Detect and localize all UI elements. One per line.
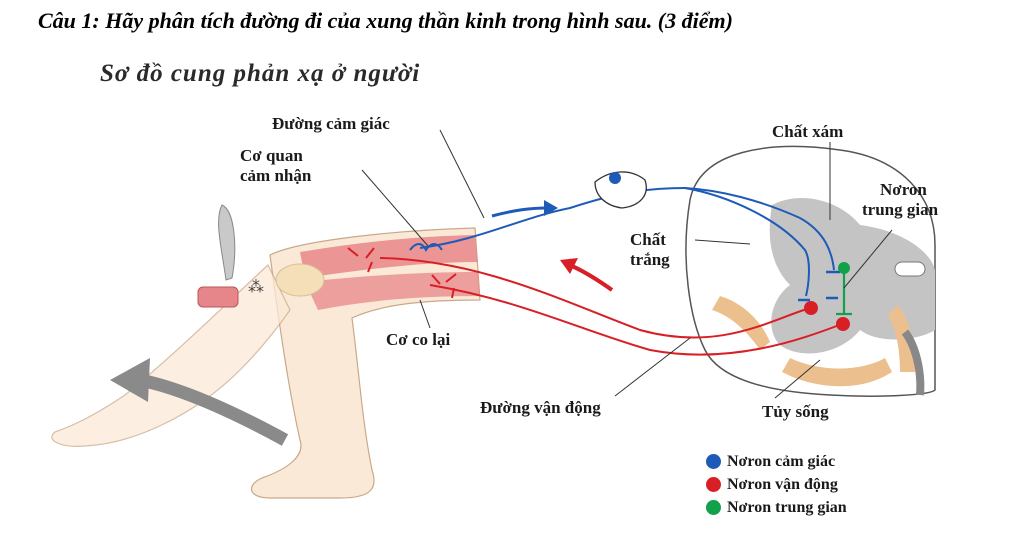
- label-interneuron-line2: trung gian: [862, 200, 939, 219]
- legend-label: Nơron cảm giác: [727, 452, 836, 470]
- sensory-neuron-dot-icon: [706, 454, 721, 469]
- thigh-muscle-lower: [305, 272, 480, 310]
- legend-label: Nơron trung gian: [727, 498, 847, 516]
- spinal-nerve-root: [712, 296, 770, 350]
- label-sensory-path: Đường cảm giác: [272, 114, 390, 133]
- label-receptor-line2: cảm nhận: [240, 166, 312, 185]
- reflex-hammer: ⁂: [197, 204, 264, 308]
- legend-label: Nơron vận động: [727, 475, 838, 493]
- label-gray-matter: Chất xám: [772, 122, 844, 141]
- motor-flow-arrow: [571, 264, 614, 292]
- leader-lines: [361, 129, 893, 399]
- legend: Nơron cảm giác Nơron vận động Nơron trun…: [706, 450, 847, 519]
- label-contracted-muscle: Cơ co lại: [386, 330, 451, 349]
- svg-text:⁂: ⁂: [248, 277, 264, 296]
- legend-item-interneuron: Nơron trung gian: [706, 496, 847, 519]
- label-receptor-line1: Cơ quan: [240, 146, 303, 165]
- label-interneuron-line1: Nơron: [880, 180, 927, 199]
- interneuron-dot-icon: [706, 500, 721, 515]
- diagram-title: Sơ đồ cung phản xạ ở người: [100, 60, 421, 87]
- label-white-matter-line2: trắng: [630, 250, 670, 269]
- motor-neuron-dot-icon: [706, 477, 721, 492]
- legend-item-sensory: Nơron cảm giác: [706, 450, 847, 473]
- motor-neuron-2: [429, 284, 843, 356]
- kick-direction-arrow: [138, 373, 289, 446]
- label-white-matter-line1: Chất: [630, 230, 666, 249]
- label-motor-path: Đường vận động: [480, 398, 601, 417]
- leg: [51, 227, 481, 499]
- question-text: Câu 1: Hãy phân tích đường đi của xung t…: [38, 8, 733, 33]
- motor-neuron-1: [379, 257, 811, 339]
- legend-item-motor: Nơron vận động: [706, 473, 847, 496]
- label-spinal-cord: Tủy sống: [762, 402, 829, 421]
- sensory-flow-arrow: [491, 206, 549, 218]
